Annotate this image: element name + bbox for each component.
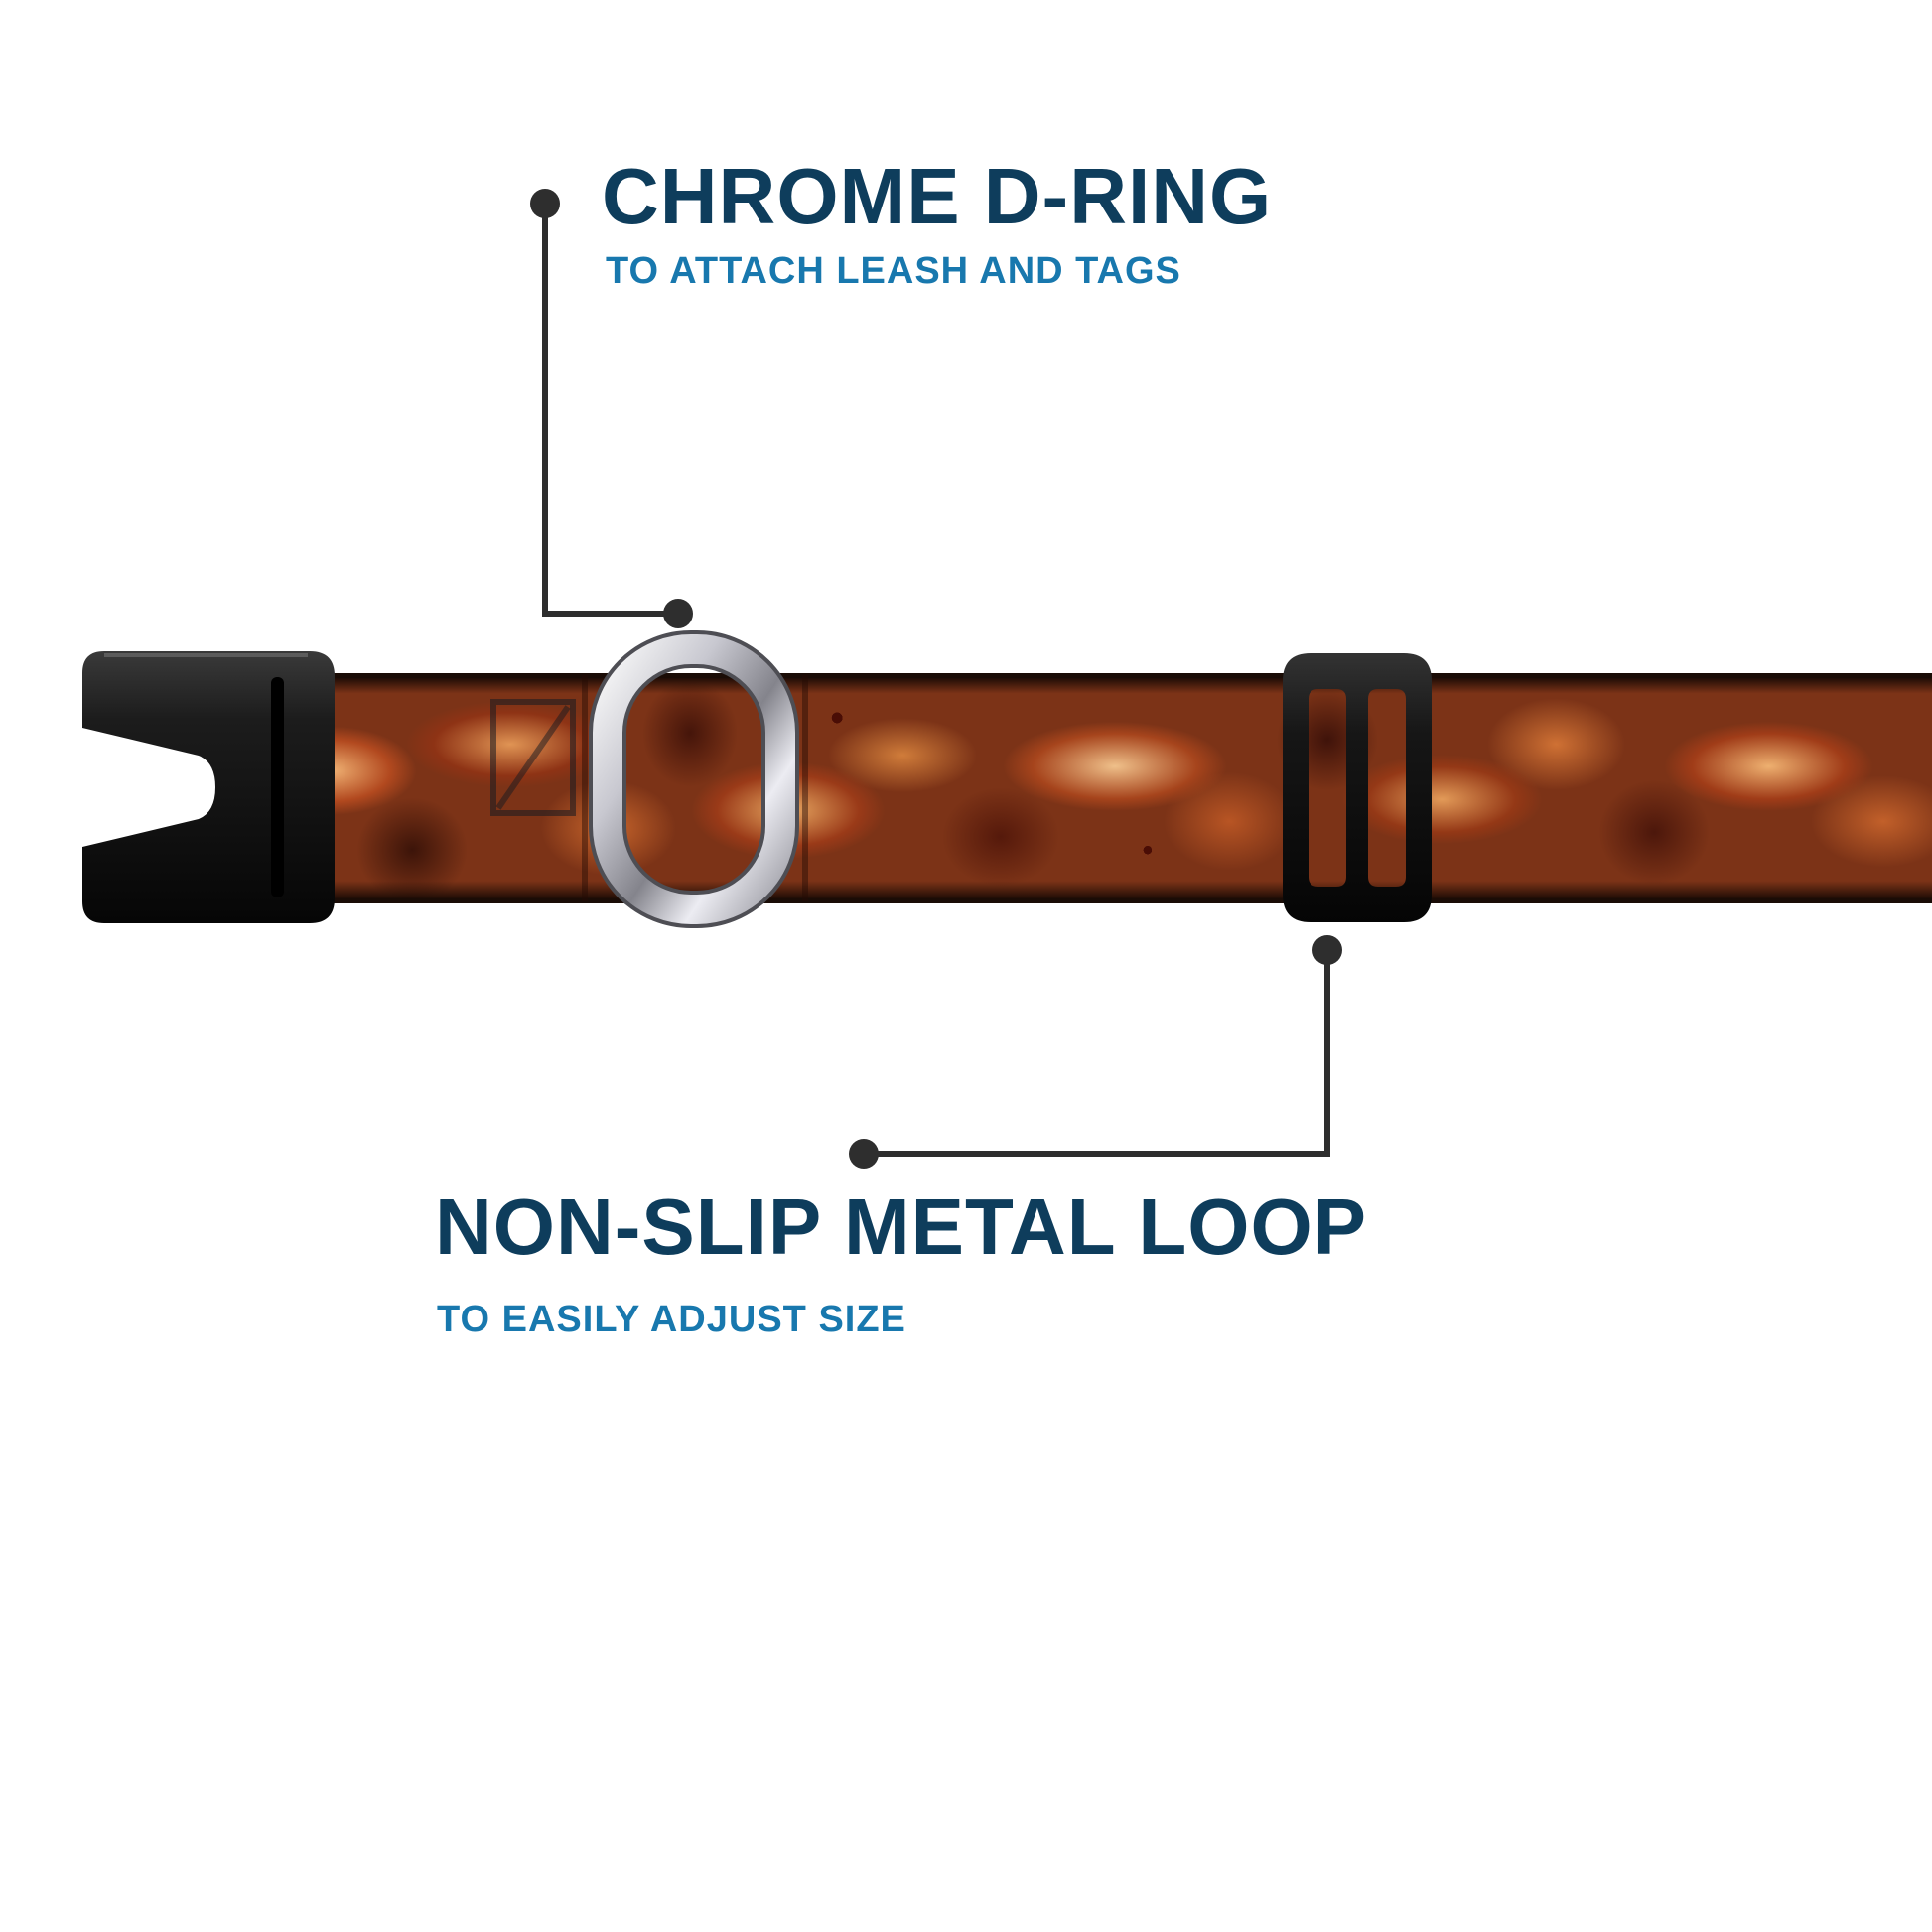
webbing-seam — [582, 675, 588, 901]
callout-line — [545, 611, 680, 617]
side-release-buckle — [82, 651, 335, 923]
callout-dot — [849, 1139, 879, 1169]
callout-subtitle-chrome-d-ring: TO ATTACH LEASH AND TAGS — [606, 250, 1181, 292]
callout-line — [864, 1151, 1330, 1157]
callout-title-chrome-d-ring: CHROME D-RING — [602, 152, 1273, 240]
chrome-d-ring — [589, 630, 799, 928]
callout-dot — [663, 599, 693, 628]
non-slip-metal-loop — [1283, 653, 1432, 922]
callout-title-non-slip-metal-loop: NON-SLIP METAL LOOP — [435, 1182, 1368, 1271]
callout-subtitle-non-slip-metal-loop: TO EASILY ADJUST SIZE — [437, 1299, 906, 1340]
webbing-seam — [802, 675, 808, 901]
callout-line — [542, 204, 548, 617]
webbing-logo-mark — [490, 699, 576, 816]
callout-line — [1324, 950, 1330, 1157]
